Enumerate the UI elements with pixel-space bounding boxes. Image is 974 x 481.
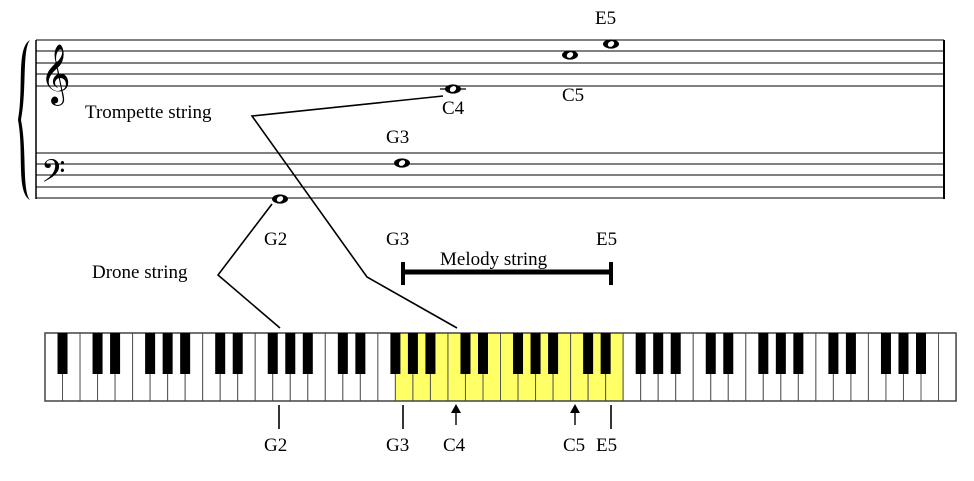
melody-string-label: Melody string [440, 249, 548, 270]
note-g2 [272, 194, 288, 204]
trompette-string-label: Trompette string [85, 102, 212, 123]
black-key [180, 333, 191, 374]
marker-label-g3: G3 [386, 435, 409, 456]
black-key [775, 333, 786, 374]
note-label-e5: E5 [595, 8, 616, 29]
black-key [337, 333, 348, 374]
black-key [583, 333, 594, 374]
note-c5 [562, 50, 578, 60]
black-key [355, 333, 366, 374]
range-label-e5: E5 [596, 229, 617, 250]
black-key [285, 333, 296, 374]
black-key [390, 333, 401, 374]
note-label-g2-staff: G2 [264, 229, 287, 250]
bass-clef-icon: 𝄢 [41, 153, 65, 197]
black-key [705, 333, 716, 374]
black-key [828, 333, 839, 374]
note-label-c4: C4 [442, 98, 465, 119]
black-key [670, 333, 681, 374]
black-key [845, 333, 856, 374]
marker-label-e5: E5 [596, 435, 617, 456]
black-key [407, 333, 418, 374]
note-label-c5: C5 [562, 85, 584, 106]
black-key [723, 333, 734, 374]
black-key [530, 333, 541, 374]
treble-clef-icon: 𝄞 [40, 44, 71, 106]
black-key [267, 333, 278, 374]
black-key [513, 333, 524, 374]
keyboard-frame [44, 332, 957, 402]
note-c4 [440, 84, 466, 94]
black-key [880, 333, 891, 374]
grand-staff-brace [18, 40, 30, 200]
black-key [110, 333, 121, 374]
black-key [793, 333, 804, 374]
drone-leader-line [216, 203, 281, 329]
melody-range-bracket [401, 262, 613, 285]
drone-string-label: Drone string [92, 262, 188, 283]
black-key [478, 333, 488, 374]
range-label-g3: G3 [386, 229, 409, 250]
marker-label-c4: C4 [443, 435, 466, 456]
black-key [425, 333, 436, 374]
marker-label-g2: G2 [264, 435, 287, 456]
black-key [635, 333, 646, 374]
black-key [653, 333, 664, 374]
black-key [460, 333, 471, 374]
note-e5 [603, 39, 619, 49]
black-key [548, 333, 559, 374]
black-key [145, 333, 156, 374]
marker-arrow-c4 [451, 404, 461, 425]
black-key [898, 333, 909, 374]
grand-staff [35, 39, 945, 199]
black-key [92, 333, 103, 374]
black-key [232, 333, 243, 374]
black-key [302, 333, 313, 374]
black-key [600, 333, 611, 374]
trompette-leader-line [250, 95, 458, 329]
black-key [758, 333, 769, 374]
black-key [57, 333, 68, 374]
piano-keyboard [44, 332, 957, 402]
white-key [938, 332, 957, 402]
note-g3 [394, 158, 410, 168]
note-label-g3-staff: G3 [386, 127, 409, 148]
black-key [916, 333, 926, 374]
marker-label-c5: C5 [563, 435, 585, 456]
black-key [215, 333, 226, 374]
black-key [162, 333, 173, 374]
marker-arrow-c5 [570, 404, 580, 425]
